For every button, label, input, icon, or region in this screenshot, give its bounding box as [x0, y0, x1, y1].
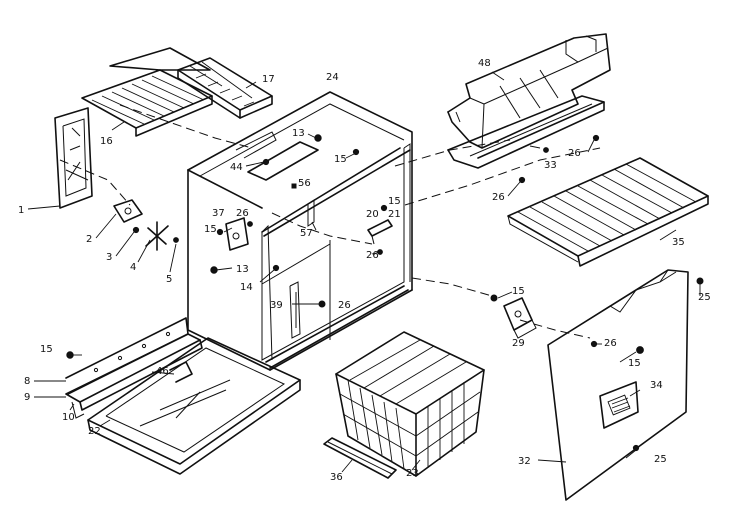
part-33-evaporator-tray	[447, 95, 605, 169]
part-5-screw	[173, 237, 179, 243]
part-23-wire-basket	[335, 331, 485, 477]
callout-10: 10	[62, 412, 75, 423]
callout-39: 39	[270, 300, 283, 311]
part-16-top-shelf	[81, 47, 213, 137]
callout-26-panel: 26	[604, 338, 617, 349]
part-35-wire-shelf	[507, 157, 709, 267]
callout-46: 46	[156, 366, 169, 377]
callout-26b: 26	[338, 300, 351, 311]
callout-17: 17	[262, 74, 275, 85]
part-34-vent-grille	[599, 381, 639, 429]
callout-20: 20	[366, 209, 379, 220]
callout-15c: 15	[388, 196, 401, 207]
callout-4: 4	[130, 262, 136, 273]
callout-57: 57	[300, 228, 313, 239]
part-24-cabinet-liner	[187, 91, 413, 371]
part-29-control-housing	[503, 297, 537, 339]
part-48-evaporator-cover	[447, 33, 611, 149]
part-44-bracket	[247, 141, 319, 181]
callout-21: 21	[388, 209, 401, 220]
callout-32: 32	[518, 456, 531, 467]
callout-13a: 13	[292, 128, 305, 139]
callout-1: 1	[18, 205, 24, 216]
callout-25b: 25	[654, 454, 667, 465]
callout-16: 16	[100, 136, 113, 147]
callout-2: 2	[86, 234, 92, 245]
callout-14: 14	[240, 282, 253, 293]
callout-24: 24	[326, 72, 339, 83]
part-9-rail-lower	[65, 333, 203, 411]
part-10-rail-end	[71, 401, 85, 419]
part-37-thermostat-bracket	[225, 217, 249, 251]
callout-22: 22	[88, 426, 101, 437]
callout-29: 29	[512, 338, 525, 349]
part-1-side-panel	[54, 107, 93, 209]
callout-8: 8	[24, 376, 30, 387]
callout-36: 36	[330, 472, 343, 483]
callout-34: 34	[650, 380, 663, 391]
part-4-fan-blade	[145, 221, 169, 251]
fasteners	[66, 134, 704, 452]
callout-15b: 15	[204, 224, 217, 235]
callout-labels: 1 2 3 4 5 16 17 24 13 15 44 56 37 26 15 …	[18, 58, 711, 483]
callout-44: 44	[230, 162, 243, 173]
callout-13b: 13	[236, 264, 249, 275]
part-57-hinge	[307, 199, 315, 227]
callout-5: 5	[166, 274, 172, 285]
callout-26a: 26	[236, 208, 249, 219]
callout-23: 23	[406, 468, 419, 479]
callout-56: 56	[298, 178, 311, 189]
part-56-clip	[291, 183, 297, 189]
callout-26d: 26	[568, 148, 581, 159]
callout-15f: 15	[40, 344, 53, 355]
callout-9: 9	[24, 392, 30, 403]
part-22-crisper-cover	[87, 337, 301, 475]
leader-lines	[27, 71, 701, 473]
callout-15d: 15	[512, 286, 525, 297]
callout-48: 48	[478, 58, 491, 69]
part-17-ice-tray	[177, 57, 273, 119]
callout-37: 37	[212, 208, 225, 219]
callout-15a: 15	[334, 154, 347, 165]
part-32-rear-panel	[547, 269, 689, 501]
part-20-shelf-support	[367, 219, 393, 245]
callout-33: 33	[544, 160, 557, 171]
callout-26e: 26	[492, 192, 505, 203]
callout-25a: 25	[698, 292, 711, 303]
part-2-fan-bracket	[113, 199, 143, 223]
callout-15e: 15	[628, 358, 641, 369]
part-36-trim-strip	[323, 437, 397, 479]
part-3-screw	[132, 226, 140, 234]
callout-26c: 26	[366, 250, 379, 261]
part-46-crisper-rail	[169, 361, 193, 383]
callout-35: 35	[672, 237, 685, 248]
callout-3: 3	[106, 252, 112, 263]
